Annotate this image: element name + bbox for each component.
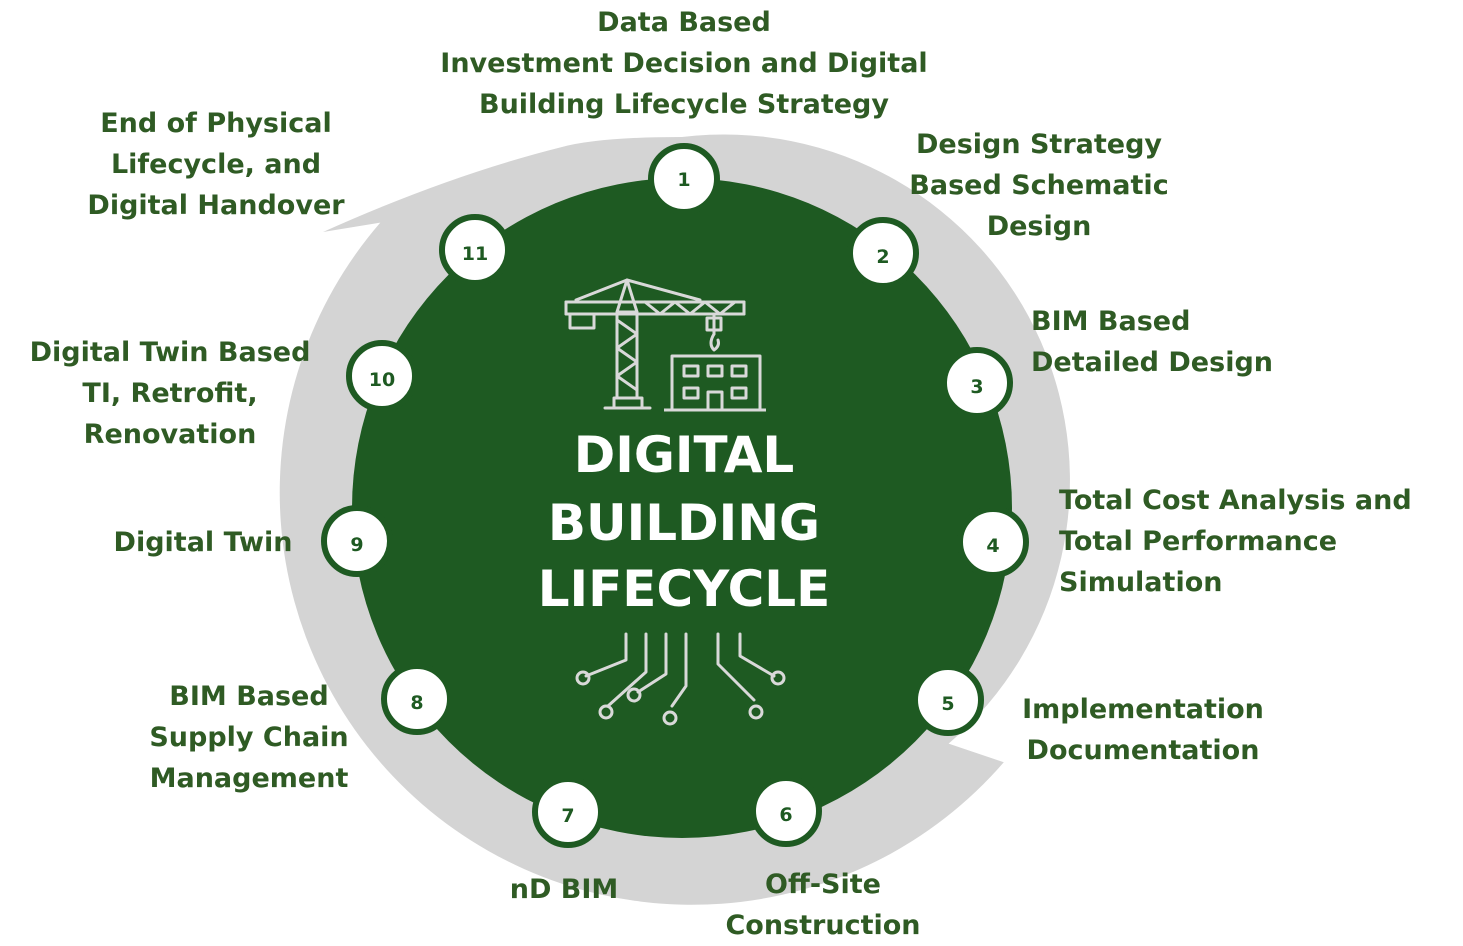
center-title: DIGITAL BUILDING LIFECYCLE (538, 426, 831, 618)
step-7-line-1: nD BIM (509, 874, 619, 905)
step-4-line-2: Total Performance (1059, 526, 1338, 557)
step-4-line-3: Simulation (1059, 567, 1223, 598)
step-number-7: 7 (561, 805, 574, 827)
step-node-11: 11 (439, 214, 511, 286)
step-8-line-2: Supply Chain (149, 722, 349, 753)
step-8-line-1: BIM Based (169, 681, 329, 712)
step-label-9: Digital Twin (98, 522, 308, 563)
step-10-line-1: Digital Twin Based (29, 337, 311, 368)
step-label-5: Implementation Documentation (1010, 689, 1276, 771)
step-2-line-3: Design (986, 211, 1092, 242)
step-label-2: Design Strategy Based Schematic Design (898, 124, 1180, 247)
step-label-8: BIM Based Supply Chain Management (136, 676, 362, 799)
step-10-line-3: Renovation (83, 419, 257, 450)
step-6-line-1: Off-Site (765, 869, 881, 900)
step-11-line-1: End of Physical (100, 108, 332, 139)
step-number-2: 2 (876, 246, 889, 268)
step-11-line-3: Digital Handover (87, 190, 345, 221)
step-number-5: 5 (941, 693, 954, 715)
title-line-1: DIGITAL (574, 426, 795, 484)
step-2-line-1: Design Strategy (915, 129, 1163, 160)
circuit-roots-icon (575, 632, 786, 726)
step-number-6: 6 (779, 804, 792, 826)
step-node-7: 7 (532, 776, 604, 848)
step-node-5: 5 (912, 664, 984, 736)
title-line-3: LIFECYCLE (538, 560, 831, 618)
step-node-6: 6 (750, 775, 822, 847)
step-number-9: 9 (350, 534, 363, 556)
step-3-line-2: Detailed Design (1031, 347, 1273, 378)
step-label-10: Digital Twin Based TI, Retrofit, Renovat… (14, 332, 326, 455)
step-label-7: nD BIM (494, 869, 634, 910)
step-number-11: 11 (462, 243, 488, 265)
step-number-10: 10 (369, 369, 395, 391)
center-circle (352, 178, 1012, 838)
step-label-6: Off-Site Construction (712, 864, 934, 946)
step-3-line-1: BIM Based (1031, 306, 1191, 337)
step-node-9: 9 (321, 505, 393, 577)
step-10-line-2: TI, Retrofit, (82, 378, 258, 409)
step-label-1: Data Based Investment Decision and Digit… (426, 2, 942, 125)
step-number-8: 8 (410, 692, 423, 714)
step-5-line-1: Implementation (1022, 694, 1264, 725)
title-line-2: BUILDING (548, 494, 820, 552)
step-label-11: End of Physical Lifecycle, and Digital H… (76, 103, 356, 226)
step-8-line-3: Management (149, 763, 349, 794)
step-1-line-3: Building Lifecycle Strategy (479, 89, 889, 120)
step-label-3: BIM Based Detailed Design (1031, 301, 1273, 383)
step-9-line-1: Digital Twin (113, 527, 293, 558)
step-number-1: 1 (677, 169, 690, 191)
step-node-8: 8 (381, 663, 453, 735)
step-node-3: 3 (941, 347, 1013, 419)
step-node-2: 2 (847, 217, 919, 289)
construction-crane-icon (564, 278, 746, 410)
step-node-1: 1 (648, 143, 720, 215)
step-11-line-2: Lifecycle, and (110, 149, 322, 180)
step-2-line-2: Based Schematic (909, 170, 1169, 201)
step-label-4: Total Cost Analysis and Total Performanc… (1059, 480, 1412, 603)
building-icon (664, 354, 766, 412)
step-node-4: 4 (957, 506, 1029, 578)
step-number-3: 3 (970, 376, 983, 398)
step-6-line-2: Construction (725, 910, 921, 941)
step-1-line-2: Investment Decision and Digital (440, 48, 928, 79)
step-number-4: 4 (986, 535, 999, 557)
step-5-line-2: Documentation (1026, 735, 1260, 766)
step-node-10: 10 (346, 340, 418, 412)
step-1-line-1: Data Based (597, 7, 771, 38)
step-4-line-1: Total Cost Analysis and (1059, 485, 1412, 516)
